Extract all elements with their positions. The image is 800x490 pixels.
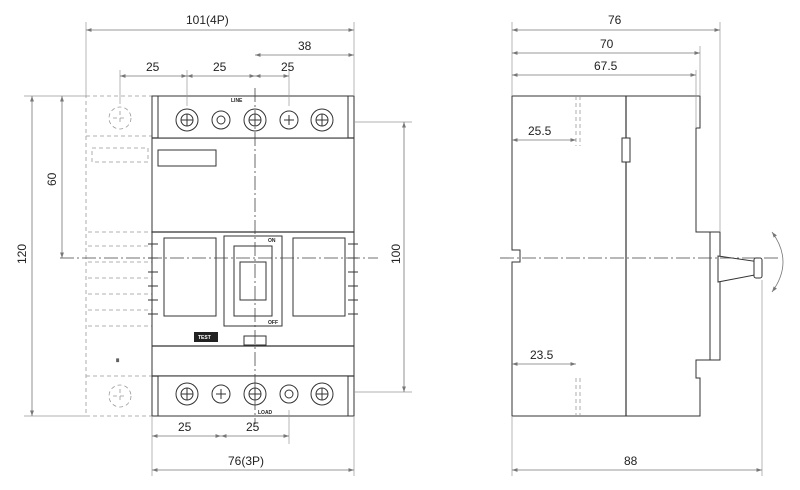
dim-pitch-top-1: 25	[146, 60, 160, 74]
dim-100: 100	[389, 244, 403, 264]
dim-38: 38	[298, 39, 312, 53]
line-terminals: LINE	[157, 95, 349, 139]
dim-120: 120	[15, 244, 29, 264]
test-label: TEST	[198, 335, 211, 341]
dim-70: 70	[600, 37, 614, 51]
dim-76: 76	[608, 13, 622, 27]
dim-88: 88	[624, 454, 638, 468]
nameplate	[157, 149, 217, 167]
dim-23-5: 23.5	[530, 348, 554, 362]
handle-base	[709, 231, 721, 361]
side-view: 76 70 67.5 25.5 23.5 88	[500, 13, 784, 476]
dim-25-5: 25.5	[528, 124, 552, 138]
dim-60: 60	[45, 172, 59, 186]
test-button	[194, 332, 218, 342]
dim-width-4p: 101(4P)	[186, 13, 229, 27]
svg-text:Ⅲ: Ⅲ	[116, 357, 120, 364]
off-label: OFF	[268, 320, 278, 326]
dim-width-3p: 76(3P)	[228, 454, 264, 468]
line-label: LINE	[231, 98, 243, 104]
front-view: Ⅲ LINE	[15, 13, 412, 476]
load-label: LOAD	[258, 410, 273, 416]
dim-pitch-top-2: 25	[213, 60, 227, 74]
on-label: ON	[268, 238, 276, 244]
dim-pitch-top-3: 25	[281, 60, 295, 74]
fourth-pole-outline: Ⅲ	[85, 95, 153, 417]
toggle-handle	[239, 261, 267, 301]
dim-pitch-bottom-2: 25	[246, 420, 260, 434]
side-body	[511, 95, 711, 417]
dim-pitch-bottom-1: 25	[178, 420, 192, 434]
dim-67-5: 67.5	[594, 59, 618, 73]
load-terminals: LOAD	[157, 375, 349, 417]
handle-area: ON OFF	[148, 235, 358, 327]
rotation-arrow-icon	[771, 231, 784, 293]
